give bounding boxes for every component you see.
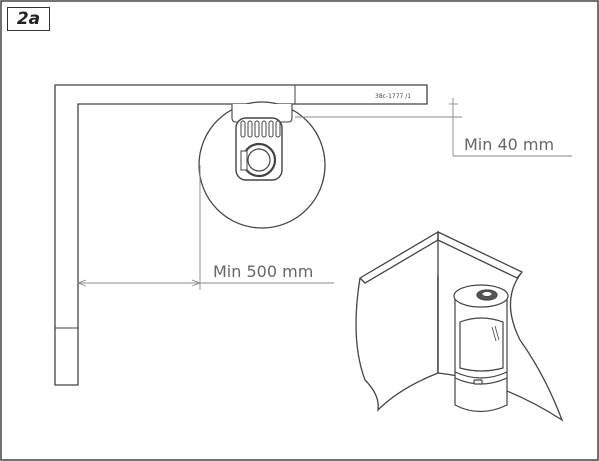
flue-outlet-inner xyxy=(247,148,271,172)
reference-code: 38c-1777 /1 xyxy=(375,93,412,100)
side-clearance-label: Min 500 mm xyxy=(213,262,314,281)
stove-grille xyxy=(240,120,281,138)
dimension-side-clearance xyxy=(76,165,334,290)
wall-clearance-label: Min 40 mm xyxy=(464,135,555,154)
dimension-wall-clearance xyxy=(295,98,572,157)
stove-3d xyxy=(453,284,509,413)
figure-label: 2a xyxy=(7,7,50,31)
wall-plan xyxy=(54,84,428,386)
